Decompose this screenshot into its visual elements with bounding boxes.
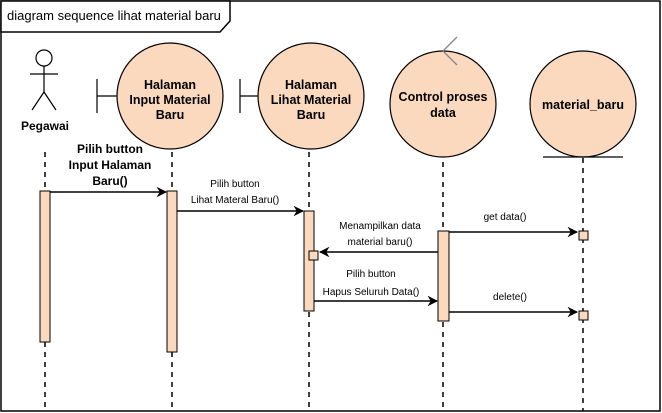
control-proses-data: Control proses data [389,36,497,158]
actor-label: Pegawai [21,119,69,133]
boundary-view-page-circle [257,42,365,150]
input-page-label-3: Baru [156,108,184,122]
message-2-label-1: Pilih button [210,179,259,190]
message-1-label-3: Baru() [92,174,127,188]
activation-entity-delete [578,310,589,321]
activation-input-page [166,190,178,353]
control-label-1: Control proses [399,90,488,104]
message-5-label-1: Pilih button [346,269,395,280]
view-page-label-3: Baru [297,108,325,122]
control-circle [389,50,497,158]
entity-material-baru: material_baru [529,50,637,158]
view-page-label-2: Lihat Material [271,93,352,107]
boundary-input-page: Halaman Input Material Baru [96,42,224,150]
actor-pegawai [30,49,58,111]
entity-label: material_baru [542,98,624,112]
actor-head [35,49,53,67]
message-5-label-2: Hapus Seluruh Data() [323,287,420,298]
activation-control [437,230,450,322]
control-arrow-icon [442,36,458,52]
activation-pegawai [39,190,51,343]
message-2-label-2: Lihat Materal Baru() [191,195,279,206]
message-3-label: get data() [484,212,527,223]
activation-view-page-self [308,250,319,261]
control-label-2: data [430,106,457,120]
message-4-label-2: material baru() [347,237,412,248]
frame-title: diagram sequence lihat material baru [7,8,221,23]
frame-title-tab [0,0,231,33]
boundary-view-page: Halaman Lihat Material Baru [239,42,365,150]
input-page-label-1: Halaman [144,78,196,92]
message-6-label: delete() [493,292,527,303]
message-4-label-1: Menampilkan data [339,221,421,232]
message-1-label-2: Input Halaman [69,158,152,172]
input-page-label-2: Input Material [129,93,210,107]
boundary-input-page-circle [116,42,224,150]
message-1-label-1: Pilih button [77,142,143,156]
activation-view-page [303,210,315,312]
view-page-label-1: Halaman [285,78,337,92]
activation-entity-get [578,230,589,241]
